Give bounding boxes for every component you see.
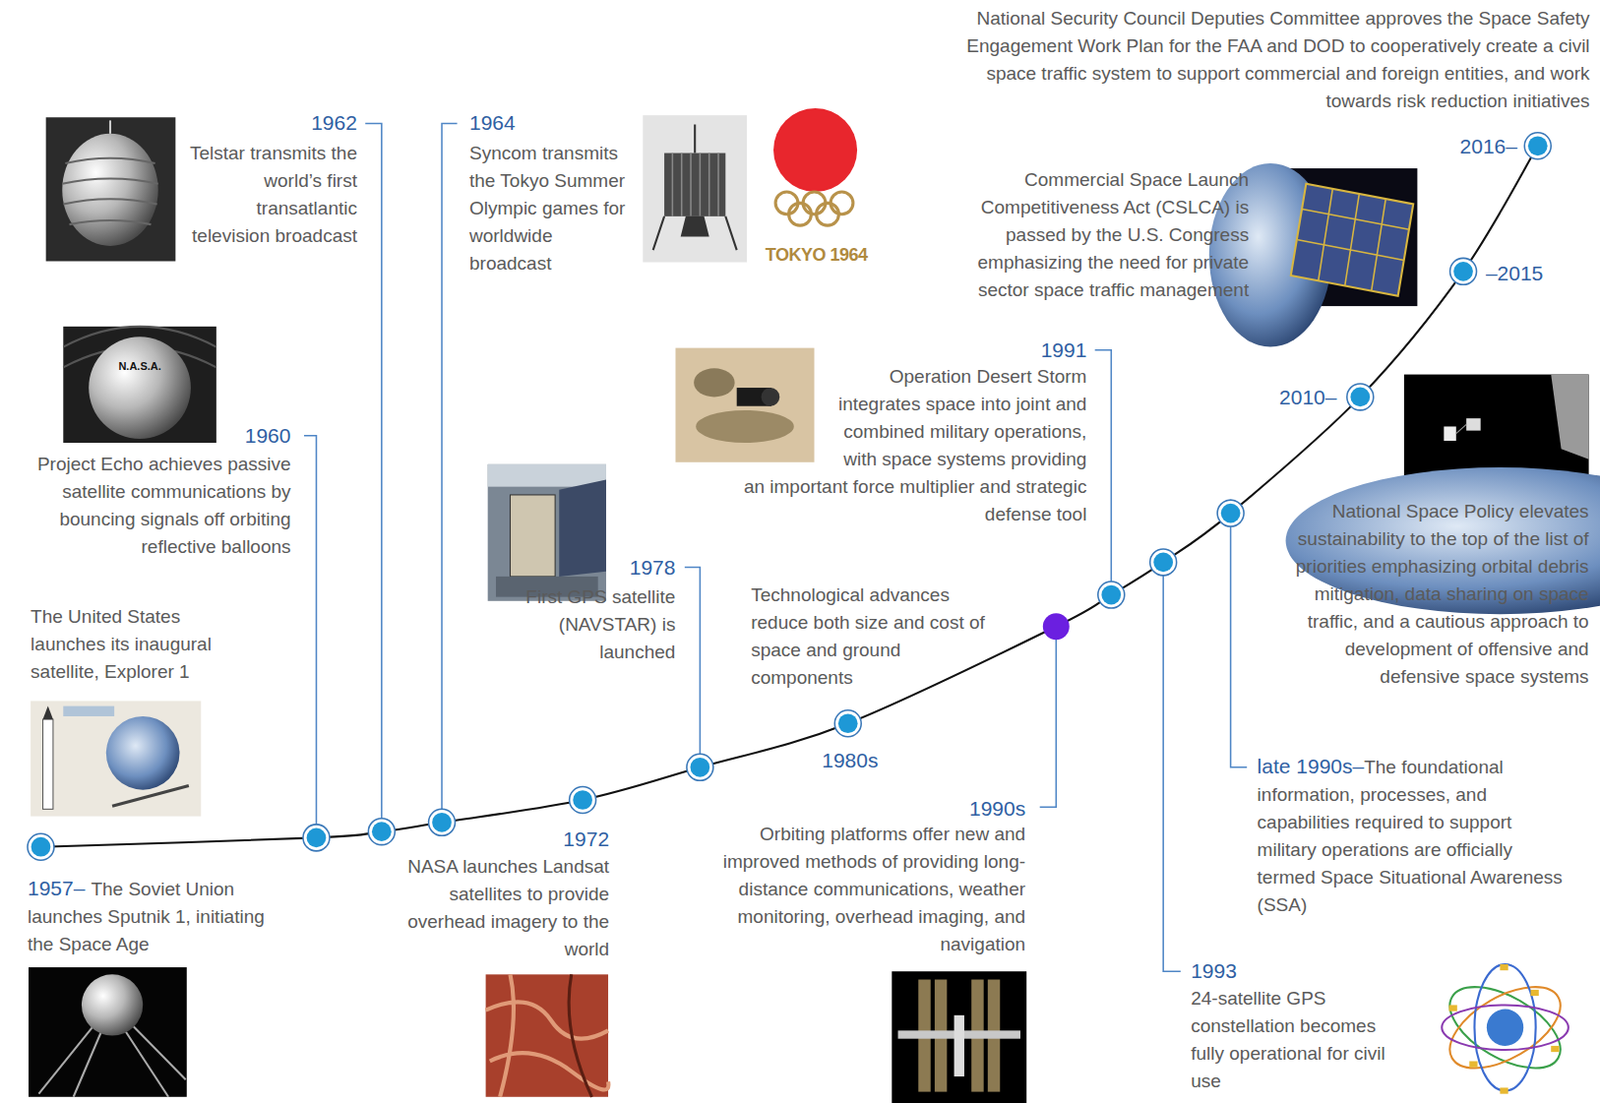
timeline-dot xyxy=(686,753,714,781)
timeline-dot-core xyxy=(1153,553,1173,573)
space-debris-image xyxy=(1286,374,1600,616)
event-text: National Space Policy elevates sustainab… xyxy=(1283,497,1590,691)
gps-satellite-image xyxy=(488,464,607,602)
timeline-dot xyxy=(1217,499,1244,527)
timeline-dot xyxy=(1450,257,1477,285)
timeline-dot xyxy=(368,818,395,846)
timeline-dot-core xyxy=(1101,585,1121,606)
timeline-dot xyxy=(1347,383,1374,411)
year-label: 1962 xyxy=(254,109,358,137)
year-label: 1990s xyxy=(923,795,1027,823)
year-label: late 1990s– xyxy=(1257,754,1365,778)
timeline-dot xyxy=(1098,581,1125,609)
event-text-block: 1957–The Soviet Union launches Sputnik 1… xyxy=(27,874,278,959)
timeline-dot-core xyxy=(431,812,452,833)
event-text: The United States launches its inaugural… xyxy=(30,603,260,686)
event-text: The foundational information, processes,… xyxy=(1257,756,1563,916)
event-text: Technological advances reduce both size … xyxy=(750,581,1006,692)
sputnik-image xyxy=(28,967,187,1098)
timeline-dot-core xyxy=(307,828,327,849)
event-text-block: Operation Desert Storm integrates space … xyxy=(719,363,1087,529)
event-text: Syncom transmits the Tokyo Summer Olympi… xyxy=(469,139,633,278)
timeline-dot-core xyxy=(1221,503,1241,524)
timeline-dot-core xyxy=(1528,135,1548,156)
timeline-dot xyxy=(429,808,456,836)
text-spacer xyxy=(719,363,824,466)
event-text: Operation Desert Storm integrates space … xyxy=(743,366,1088,525)
year-label: 2010– xyxy=(1234,383,1338,412)
event-text-block: late 1990s–The foundational information,… xyxy=(1257,752,1564,920)
year-label: 1957– xyxy=(27,876,85,900)
syncom-image xyxy=(642,115,747,262)
echo-balloon-image xyxy=(62,326,217,443)
event-text: First GPS satellite (NAVSTAR) is launche… xyxy=(522,583,677,667)
leader-line xyxy=(1230,513,1248,768)
desert-storm-image xyxy=(675,348,814,463)
timeline-dot xyxy=(27,833,55,861)
timeline-dot xyxy=(303,824,330,852)
leader-line xyxy=(441,123,458,822)
year-label: 1964 xyxy=(469,109,572,137)
event-text: Commercial Space Launch Competitiveness … xyxy=(922,166,1249,305)
telstar-image xyxy=(46,117,177,261)
year-label: 1980s xyxy=(799,746,902,775)
explorer-image xyxy=(30,700,201,816)
leader-line xyxy=(1163,561,1181,972)
leader-line xyxy=(1095,350,1112,596)
timeline-dot xyxy=(1524,132,1551,160)
event-text: Orbiting platforms offer new and improve… xyxy=(698,820,1026,959)
timeline-dot xyxy=(1150,549,1177,576)
year-label: 1972 xyxy=(506,825,610,854)
leader-line xyxy=(304,435,316,839)
year-label: 1991 xyxy=(984,336,1088,365)
space-station-image xyxy=(891,971,1027,1103)
year-label: 1960 xyxy=(188,422,292,450)
gps-constellation-image xyxy=(1433,956,1577,1100)
event-text: Project Echo achieves passive satellite … xyxy=(4,450,291,561)
timeline-dot-core xyxy=(690,757,711,778)
timeline-dot-core xyxy=(371,821,392,842)
event-text: NASA launches Landsat satellites to prov… xyxy=(400,853,611,964)
timeline-dot xyxy=(834,710,862,738)
year-label: –2015 xyxy=(1485,259,1589,288)
timeline-dot-core xyxy=(838,713,859,734)
balloon-marking: N.A.S.A. xyxy=(99,359,182,373)
timeline-dot-highlight xyxy=(1043,613,1070,640)
timeline-dot xyxy=(569,787,597,814)
landsat-image xyxy=(486,974,610,1097)
event-text: National Security Council Deputies Commi… xyxy=(926,4,1591,116)
leader-line xyxy=(1040,626,1057,808)
year-label: 1978 xyxy=(573,553,677,582)
year-label: 2016– xyxy=(1415,132,1518,161)
event-text: 24-satellite GPS constellation becomes f… xyxy=(1190,984,1395,1096)
timeline-dot-core xyxy=(572,790,593,810)
timeline-dot-core xyxy=(1453,261,1474,282)
timeline-dot-core xyxy=(31,837,52,858)
tokyo-olympics-logo xyxy=(773,108,858,226)
year-label: 1993 xyxy=(1190,957,1293,985)
logo-text: TOKYO 1964 xyxy=(754,243,877,267)
leader-line xyxy=(365,123,382,832)
timeline-dot-core xyxy=(1350,387,1370,408)
event-text: Telstar transmits the world’s first tran… xyxy=(173,139,358,250)
leader-line xyxy=(684,567,701,768)
